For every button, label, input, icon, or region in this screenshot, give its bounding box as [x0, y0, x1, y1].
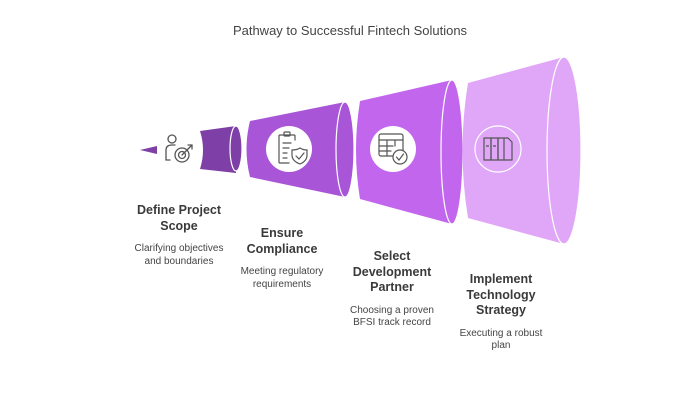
funnel-tip: [140, 146, 157, 154]
clipboard-shield-icon: [278, 131, 308, 165]
funnel-segment-4: [462, 56, 582, 245]
step-2: Ensure Compliance Meeting regulatory req…: [227, 226, 337, 291]
step-1-title: Define Project Scope: [136, 203, 222, 233]
icon-badge-2: [266, 126, 312, 172]
step-2-description: Meeting regulatory requirements: [240, 266, 324, 290]
step-1-description: Clarifying objectives and boundaries: [134, 243, 224, 267]
step-3-title: Select Development Partner: [352, 249, 432, 294]
step-3: Select Development Partner Choosing a pr…: [337, 249, 447, 330]
step-4: Implement Technology Strategy Executing …: [445, 272, 557, 353]
icon-badge-4: [474, 125, 522, 173]
icon-badge-3: [370, 126, 416, 172]
books-icon: [483, 137, 513, 161]
step-2-title: Ensure Compliance: [246, 226, 318, 256]
step-4-description: Executing a robust plan: [459, 327, 543, 352]
person-target-icon: [165, 134, 193, 163]
step-3-description: Choosing a proven BFSI track record: [350, 304, 434, 329]
funnel-segment-1: [200, 125, 243, 173]
diagram-title: Pathway to Successful Fintech Solutions: [232, 23, 468, 38]
table-check-icon: [378, 133, 408, 165]
step-1: Define Project Scope Clarifying objectiv…: [118, 203, 240, 268]
step-4-title: Implement Technology Strategy: [466, 272, 536, 317]
